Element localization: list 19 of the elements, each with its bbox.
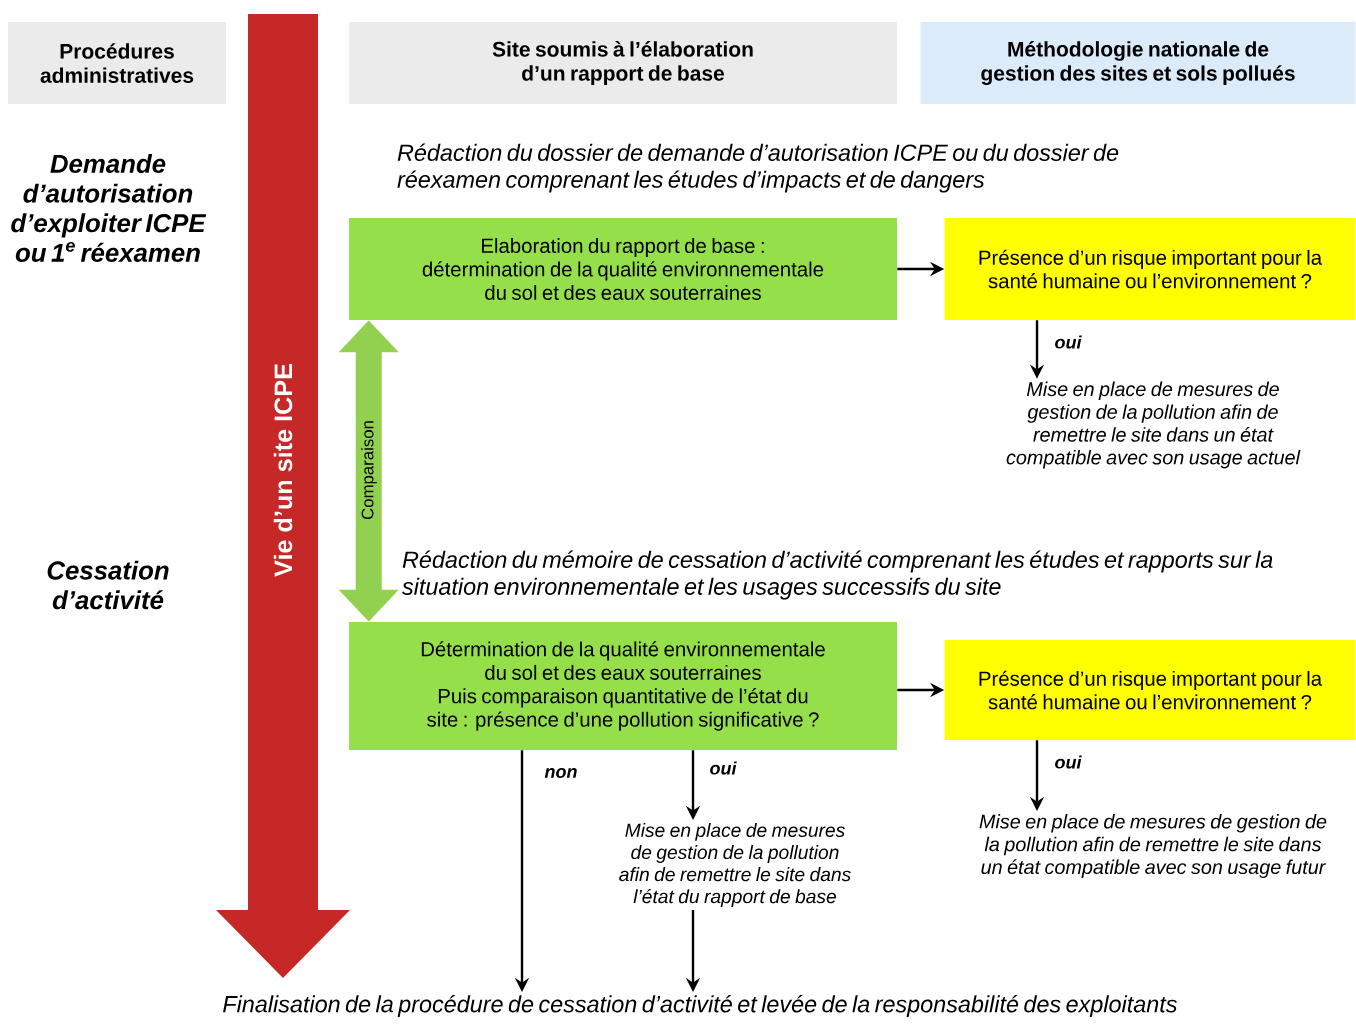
edge-label: oui bbox=[1053, 754, 1083, 770]
header-box: Méthodologie nationale de gestion des sites et sols pollués bbox=[920, 22, 1356, 104]
decision-box: Présence d’un risque important pour la santé humaine ou l’environnement ? bbox=[944, 640, 1356, 740]
step-text: Rédaction du mémoire de cessation d’activité comprenant les études et rapports sur la situation environnementale et les usages successifs du site bbox=[402, 550, 1273, 600]
edge-label: oui bbox=[708, 760, 738, 776]
edge-label: non bbox=[543, 766, 579, 780]
side-heading: Cessation d’activité bbox=[47, 560, 169, 610]
header-box: Procédures administratives bbox=[8, 22, 226, 104]
result-text: Mise en place de mesures de gestion de la pollution afin de remettre le site dans un état compatible avec son usage actuel bbox=[1006, 381, 1301, 469]
process-box: Détermination de la qualité environnementale du sol et des eaux souterraines Puis comparaison quantitative de l’état du site : présence d’une pollution significative ? bbox=[349, 622, 897, 750]
result-text: Mise en place de mesures de gestion de la pollution afin de remettre le site dans un état compatible avec son usage futur bbox=[979, 814, 1327, 878]
result-text: Mise en place de mesures de gestion de la pollution afin de remettre le site dans l’état du rapport de base bbox=[619, 822, 851, 908]
side-heading: Demande d’autorisation d’exploiter ICPE ou 1$^{e}$ réexamen bbox=[11, 154, 207, 262]
process-box: Elaboration du rapport de base : détermination de la qualité environnementale du sol et des eaux souterraines bbox=[349, 218, 897, 320]
header-box: Site soumis à l’élaboration d’un rapport de base bbox=[349, 22, 897, 104]
step-text: Rédaction du dossier de demande d’autorisation ICPE ou du dossier de réexamen comprenant les études d’impacts et de dangers bbox=[397, 143, 1119, 193]
decision-box: Présence d’un risque important pour la santé humaine ou l’environnement ? bbox=[944, 218, 1356, 320]
edge-label: oui bbox=[1053, 334, 1083, 350]
conclusion-text: Finalisation de la procédure de cessation d’activité et levée de la responsabilité des exploitants bbox=[223, 994, 1177, 1018]
